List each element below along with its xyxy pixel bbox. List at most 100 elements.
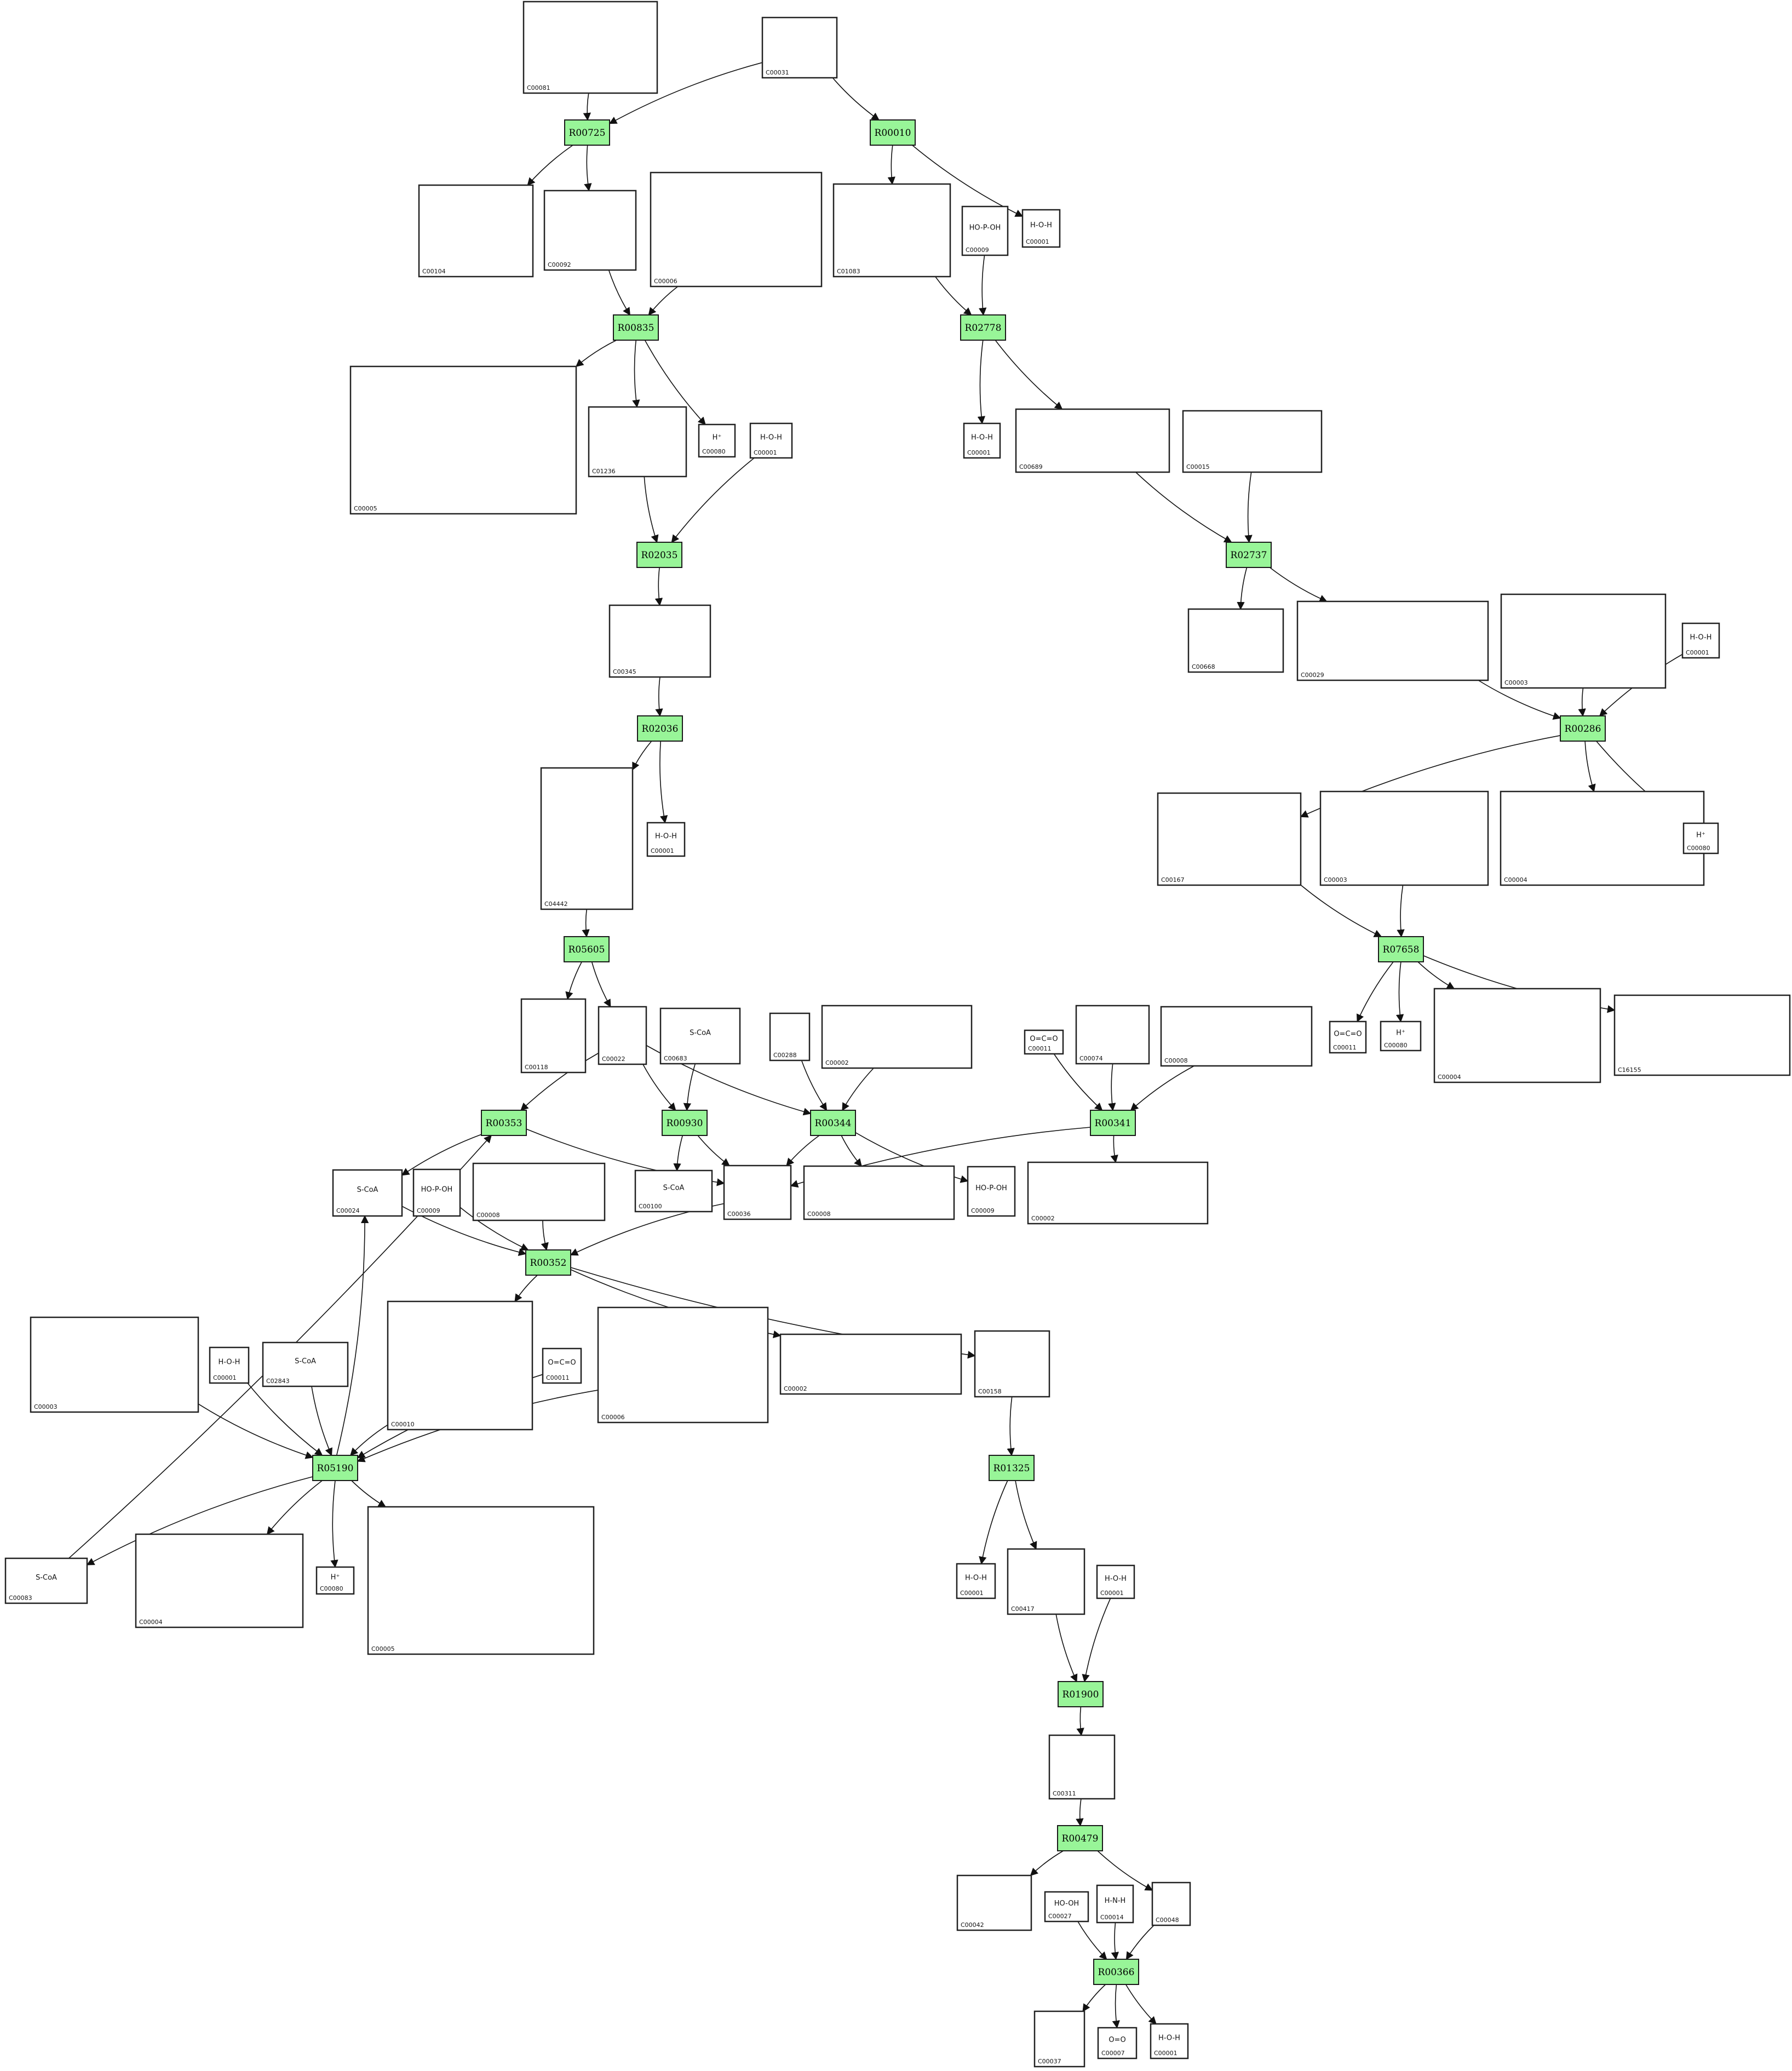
compound-node[interactable]: C00008 <box>803 1165 955 1220</box>
compound-node[interactable]: C00668 <box>1187 608 1284 673</box>
reaction-node[interactable]: R02737 <box>1226 542 1272 568</box>
compound-box <box>1007 1548 1085 1615</box>
compound-node[interactable]: C00004 <box>1433 988 1601 1083</box>
reaction-node[interactable]: R07658 <box>1378 936 1424 962</box>
compound-node[interactable]: C00345 <box>608 604 711 678</box>
compound-node[interactable]: C00015 <box>1182 410 1323 473</box>
compound-node[interactable]: C00004 <box>135 1533 304 1628</box>
reaction-node[interactable]: R01900 <box>1058 1681 1104 1707</box>
compound-node[interactable]: C01083 <box>832 183 951 278</box>
reaction-node[interactable]: R00725 <box>564 119 610 146</box>
reaction-box <box>613 314 659 341</box>
compound-node[interactable]: C00006 <box>650 171 823 288</box>
reaction-node[interactable]: R00352 <box>525 1249 571 1276</box>
compound-node[interactable]: C00022 <box>598 1006 647 1065</box>
compound-node[interactable]: C00042 <box>956 1874 1032 1931</box>
compound-node[interactable]: C00031 <box>761 16 838 79</box>
reaction-node[interactable]: R00286 <box>1560 715 1606 742</box>
compound-node[interactable]: C00006 <box>597 1306 769 1424</box>
reaction-node[interactable]: R01325 <box>989 1455 1035 1481</box>
compound-node[interactable]: C00118 <box>520 998 587 1074</box>
edge-C00081_a-R00725 <box>583 93 591 121</box>
compound-label: C00036 <box>727 1211 751 1218</box>
compound-node[interactable]: H⁺C00080 <box>1380 1020 1422 1052</box>
reaction-node[interactable]: R00835 <box>613 314 659 341</box>
compound-structure: O=O <box>1108 2036 1125 2044</box>
reaction-node[interactable]: R00366 <box>1093 1959 1139 1985</box>
compound-node[interactable]: C00167 <box>1157 792 1302 886</box>
compound-node[interactable]: C00104 <box>418 184 534 278</box>
reaction-box <box>989 1455 1035 1481</box>
compound-node[interactable]: C00003 <box>1500 593 1667 689</box>
compound-node[interactable]: C00002 <box>779 1333 962 1395</box>
compound-node[interactable]: C00158 <box>974 1330 1050 1398</box>
reaction-node[interactable]: R02035 <box>636 542 682 568</box>
compound-node[interactable]: C00036 <box>723 1164 792 1220</box>
reaction-node[interactable]: R02036 <box>637 715 683 742</box>
compound-node[interactable]: C00005 <box>367 1506 595 1655</box>
compound-node[interactable]: C00003 <box>30 1316 199 1413</box>
compound-box <box>1433 988 1601 1083</box>
compound-node[interactable]: C04442 <box>540 767 634 910</box>
compound-node[interactable]: C00008 <box>472 1162 606 1221</box>
compound-node[interactable]: C00288 <box>769 1012 811 1062</box>
compound-node[interactable]: C00004 <box>1500 790 1705 886</box>
compound-node[interactable]: C00037 <box>1033 2010 1085 2068</box>
compound-node[interactable]: C00002 <box>1027 1161 1209 1225</box>
compound-node[interactable]: C00005 <box>349 365 577 515</box>
compound-node[interactable]: C00081 <box>522 1 658 94</box>
compound-node[interactable]: C00689 <box>1015 408 1170 473</box>
compound-node[interactable]: C00008 <box>1160 1006 1313 1067</box>
compound-node[interactable]: H⁺C00080 <box>698 423 736 458</box>
compound-node[interactable]: C00417 <box>1007 1548 1085 1615</box>
reaction-node[interactable]: R00479 <box>1057 1825 1103 1851</box>
compound-node[interactable]: C00311 <box>1048 1734 1116 1800</box>
reaction-node[interactable]: R02778 <box>960 314 1006 341</box>
compound-node[interactable]: C16155 <box>1613 994 1791 1076</box>
compound-node[interactable]: C00092 <box>543 190 637 271</box>
reaction-node[interactable]: R00010 <box>870 119 916 146</box>
compound-node[interactable]: C00010 <box>387 1300 533 1431</box>
reaction-node[interactable]: R00341 <box>1090 1110 1136 1136</box>
compound-label: C00004 <box>139 1619 163 1626</box>
compound-node[interactable]: C00029 <box>1296 600 1489 681</box>
reaction-node[interactable]: R00930 <box>662 1110 708 1136</box>
compound-node[interactable]: C00003 <box>1319 790 1489 886</box>
compound-label: C00345 <box>613 668 636 675</box>
reaction-node[interactable]: R00344 <box>810 1110 856 1136</box>
compound-node[interactable]: C00074 <box>1075 1005 1150 1065</box>
edge-R00725-C00092_a <box>584 145 592 192</box>
compound-box <box>956 1563 996 1599</box>
compound-node[interactable]: H⁺C00080 <box>1682 822 1719 854</box>
compound-node[interactable]: C00002 <box>821 1005 973 1069</box>
compound-node[interactable]: C01236 <box>588 406 687 478</box>
reaction-node[interactable]: R05605 <box>564 936 610 962</box>
compound-node[interactable]: C00048 <box>1151 1881 1191 1926</box>
compound-node[interactable]: H⁺C00080 <box>315 1566 355 1595</box>
reaction-node[interactable]: R05190 <box>312 1455 358 1481</box>
reaction-node[interactable]: R00353 <box>481 1110 527 1136</box>
